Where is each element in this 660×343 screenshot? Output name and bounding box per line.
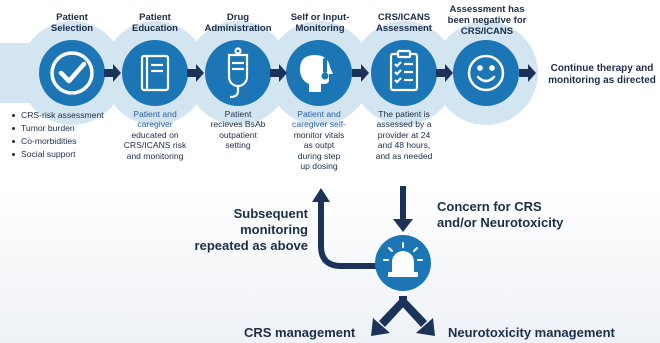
step-circle-assessment [371, 40, 437, 106]
selection-criteria-list: CRS-risk assessment Tumor burden Co-morb… [11, 109, 104, 161]
criteria-item: CRS-risk assessment [11, 109, 104, 122]
outcome-crs-management: CRS management [244, 325, 356, 340]
checklist-icon [389, 49, 419, 92]
head-thermometer-icon [300, 55, 333, 92]
branch-arrows [371, 296, 435, 336]
step-title-selection: Patient Selection [50, 12, 94, 34]
step-circle-administration [205, 40, 271, 106]
alarm-siren-icon [383, 242, 423, 277]
flow-arrows [104, 64, 536, 82]
loop-arrow [312, 188, 383, 269]
step-desc-assessment-text: The patient is assessed by a provider at… [375, 109, 433, 161]
step-desc-monitoring-highlight: Patient and caregiver self- [292, 109, 346, 130]
step-title-assessment: CRS/ICANS Assessment [376, 12, 432, 34]
continue-text: Continue therapy and monitoring as direc… [548, 63, 656, 86]
step-desc-education-text: educated on CRS/ICANS risk and monitorin… [123, 129, 187, 161]
step-title-education: Patient Education [132, 12, 178, 34]
step-title-monitoring: Self or Input- Monitoring [290, 12, 350, 34]
outcome-neurotoxicity-management: Neurotoxicity management [448, 325, 615, 340]
criteria-item: Social support [11, 148, 104, 161]
step-desc-administration-text: Patient recieves BsAb outpatient setting [210, 109, 266, 151]
step-desc-assessment: The patient is assessed by a provider at… [363, 109, 445, 161]
smiley-icon [467, 54, 505, 92]
iv-bag-icon [227, 47, 249, 99]
alarm-circle [375, 235, 431, 291]
step-desc-education: Patient and caregiver educated on CRS/IC… [115, 109, 195, 161]
step-circle-education [122, 40, 188, 106]
step-desc-monitoring: Patient and caregiver self- monitor vita… [279, 109, 359, 171]
booklet-icon [140, 54, 170, 92]
step-title-negative: Assessment has been negative for CRS/ICA… [447, 4, 527, 37]
step-circle-monitoring [286, 40, 352, 106]
concern-text: Concern for CRS and/or Neurotoxicity [437, 199, 564, 230]
down-arrow [393, 186, 413, 232]
check-icon [50, 51, 94, 95]
loop-text: Subsequent monitoring repeated as above [194, 206, 308, 253]
step-desc-monitoring-text: monitor vitals as outpt during step up d… [293, 129, 345, 172]
step-title-administration: Drug Administration [204, 12, 272, 34]
criteria-item: Tumor burden [11, 122, 104, 135]
step-desc-administration: Patient recieves BsAb outpatient setting [198, 109, 278, 151]
step-circle-selection [39, 40, 105, 106]
step-desc-education-highlight: Patient and caregiver [133, 109, 177, 130]
step-circle-negative [453, 40, 519, 106]
criteria-item: Co-morbidities [11, 135, 104, 148]
